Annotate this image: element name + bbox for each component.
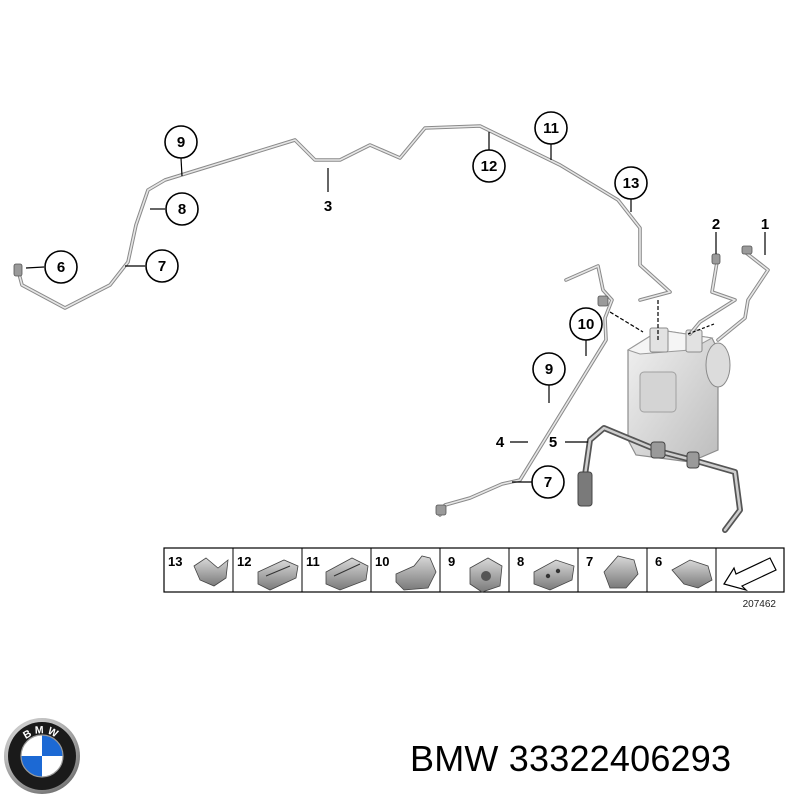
svg-text:7: 7 [586,554,593,569]
abs-brake-lines [688,245,770,342]
callout-7-lower[interactable]: 7 [531,465,565,499]
svg-text:8: 8 [178,201,186,218]
clip-13-icon [193,557,229,587]
svg-text:12: 12 [481,158,498,175]
catalog-number: 207462 [743,599,777,610]
callout-12[interactable]: 12 [472,149,506,183]
callout-6[interactable]: 6 [44,250,78,284]
strip-cell-13[interactable]: 13 [168,554,229,587]
clip-11-icon [325,557,369,591]
strip-cell-8[interactable]: 8 [517,554,575,591]
svg-text:6: 6 [57,259,65,276]
callout-11[interactable]: 11 [534,111,568,145]
callout-9-upper[interactable]: 9 [164,125,198,159]
svg-text:6: 6 [655,554,662,569]
clip-12-icon [257,559,299,591]
svg-text:7: 7 [158,258,166,275]
main-brake-line [13,124,672,310]
svg-text:BMW: BMW [21,724,63,742]
label-part-2: 2 [712,216,720,233]
callout-8-upper[interactable]: 8 [165,192,199,226]
clip-6-icon [671,559,713,589]
callout-7-upper[interactable]: 7 [145,249,179,283]
abs-hydraulic-unit [626,327,731,463]
svg-text:7: 7 [544,474,552,491]
lower-brake-line [435,264,614,517]
svg-text:10: 10 [375,554,389,569]
svg-text:9: 9 [448,554,455,569]
callout-13[interactable]: 13 [614,166,648,200]
callout-9-lower[interactable]: 9 [532,352,566,386]
brand-part-number: BMW 33322406293 [410,738,732,779]
svg-text:13: 13 [168,554,182,569]
svg-text:8: 8 [517,554,524,569]
brake-hose [577,425,743,533]
strip-cell-11[interactable]: 11 [306,554,369,591]
strip-cell-9[interactable]: 9 [448,554,503,593]
leader-lines [25,132,766,483]
svg-text:11: 11 [306,554,320,569]
label-part-1: 1 [761,216,769,233]
callout-10[interactable]: 10 [569,307,603,341]
label-part-3: 3 [324,198,332,215]
svg-text:11: 11 [543,120,559,137]
pipe-fitting-end [13,263,23,277]
strip-cell-12[interactable]: 12 [237,554,299,591]
strip-cell-7[interactable]: 7 [586,554,639,589]
svg-text:12: 12 [237,554,251,569]
bmw-logo: BMW [4,718,80,794]
direction-arrow-icon [723,557,777,592]
clip-7-icon [603,555,639,589]
clip-10-icon [395,555,437,591]
svg-text:9: 9 [177,134,185,151]
strip-cell-6[interactable]: 6 [655,554,713,589]
parts-strip: 13 12 11 10 9 8 [163,547,785,610]
strip-cell-10[interactable]: 10 [375,554,437,591]
label-part-5: 5 [549,434,557,451]
svg-text:10: 10 [578,316,595,333]
clip-8-icon [533,559,575,591]
svg-text:13: 13 [623,175,640,192]
label-part-4: 4 [496,434,505,451]
svg-text:9: 9 [545,361,553,378]
